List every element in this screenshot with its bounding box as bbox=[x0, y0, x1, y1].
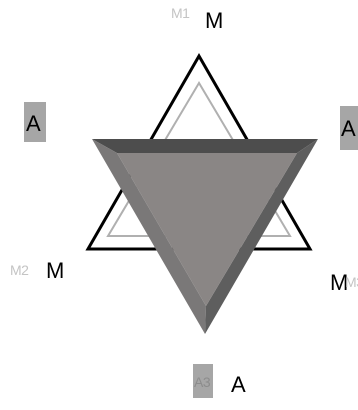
vertex-left-a-label: A bbox=[26, 113, 41, 135]
vertex-bottom-a-label: A bbox=[231, 374, 246, 396]
vertex-bottom-faint-label: A3 bbox=[194, 375, 210, 389]
vertex-left-m-label: M bbox=[46, 260, 64, 282]
vertex-left-faint-label: M2 bbox=[10, 263, 28, 277]
down-triangle-face bbox=[117, 153, 297, 306]
vertex-right-a-label: A bbox=[341, 118, 356, 140]
vertex-top-label: M bbox=[205, 10, 223, 32]
down-triangle-bevel-top bbox=[92, 139, 318, 153]
vertex-top-faint-label: M1 bbox=[171, 6, 189, 20]
vertex-right-faint-label: M3 bbox=[345, 275, 358, 289]
